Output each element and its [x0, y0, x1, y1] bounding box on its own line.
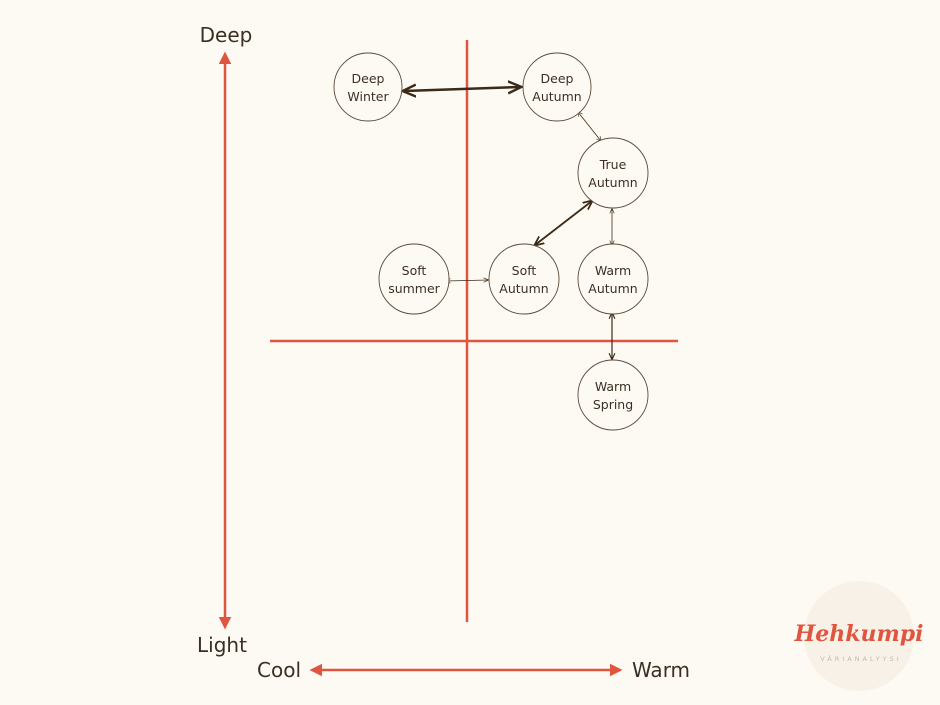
node-soft-summer: Soft summer	[378, 243, 450, 315]
node-warm-spring-line2: Spring	[593, 397, 633, 412]
node-warm-spring-line1: Warm	[595, 379, 631, 394]
node-true-autumn-line1: True	[599, 157, 627, 172]
node-true-autumn: True Autumn	[577, 137, 649, 209]
connector-deep-winter-deep-autumn	[404, 87, 520, 91]
node-warm-autumn-line2: Autumn	[588, 281, 637, 296]
connector-true-autumn-soft-autumn	[535, 201, 592, 245]
node-deep-winter-line1: Deep	[352, 71, 385, 86]
brand-tagline: VÄRIANALYYSI	[820, 654, 901, 663]
node-deep-winter-line2: Winter	[347, 89, 389, 104]
axis-label-deep: Deep	[200, 23, 253, 47]
brand-logo: Hehkumpi VÄRIANALYYSI	[793, 581, 924, 691]
node-deep-autumn-line2: Autumn	[532, 89, 581, 104]
node-soft-autumn-line1: Soft	[512, 263, 537, 278]
connector-soft-summer-soft-autumn	[446, 280, 488, 281]
node-warm-autumn: Warm Autumn	[577, 243, 649, 315]
node-true-autumn-line2: Autumn	[588, 175, 637, 190]
connector-deep-autumn-true-autumn	[578, 112, 601, 141]
node-soft-summer-line1: Soft	[402, 263, 427, 278]
node-warm-spring: Warm Spring	[577, 359, 649, 431]
axis-label-cool: Cool	[257, 658, 301, 682]
axis-label-light: Light	[197, 633, 247, 657]
node-soft-summer-line2: summer	[388, 281, 440, 296]
axis-label-warm: Warm	[632, 658, 690, 682]
node-soft-autumn-line2: Autumn	[499, 281, 548, 296]
node-deep-autumn-line1: Deep	[541, 71, 574, 86]
node-soft-autumn: Soft Autumn	[488, 243, 560, 315]
brand-name: Hehkumpi	[793, 621, 923, 647]
node-deep-autumn: Deep Autumn	[522, 52, 592, 122]
brand-logo-backdrop	[804, 581, 914, 691]
node-warm-autumn-line1: Warm	[595, 263, 631, 278]
node-deep-winter: Deep Winter	[333, 52, 403, 122]
